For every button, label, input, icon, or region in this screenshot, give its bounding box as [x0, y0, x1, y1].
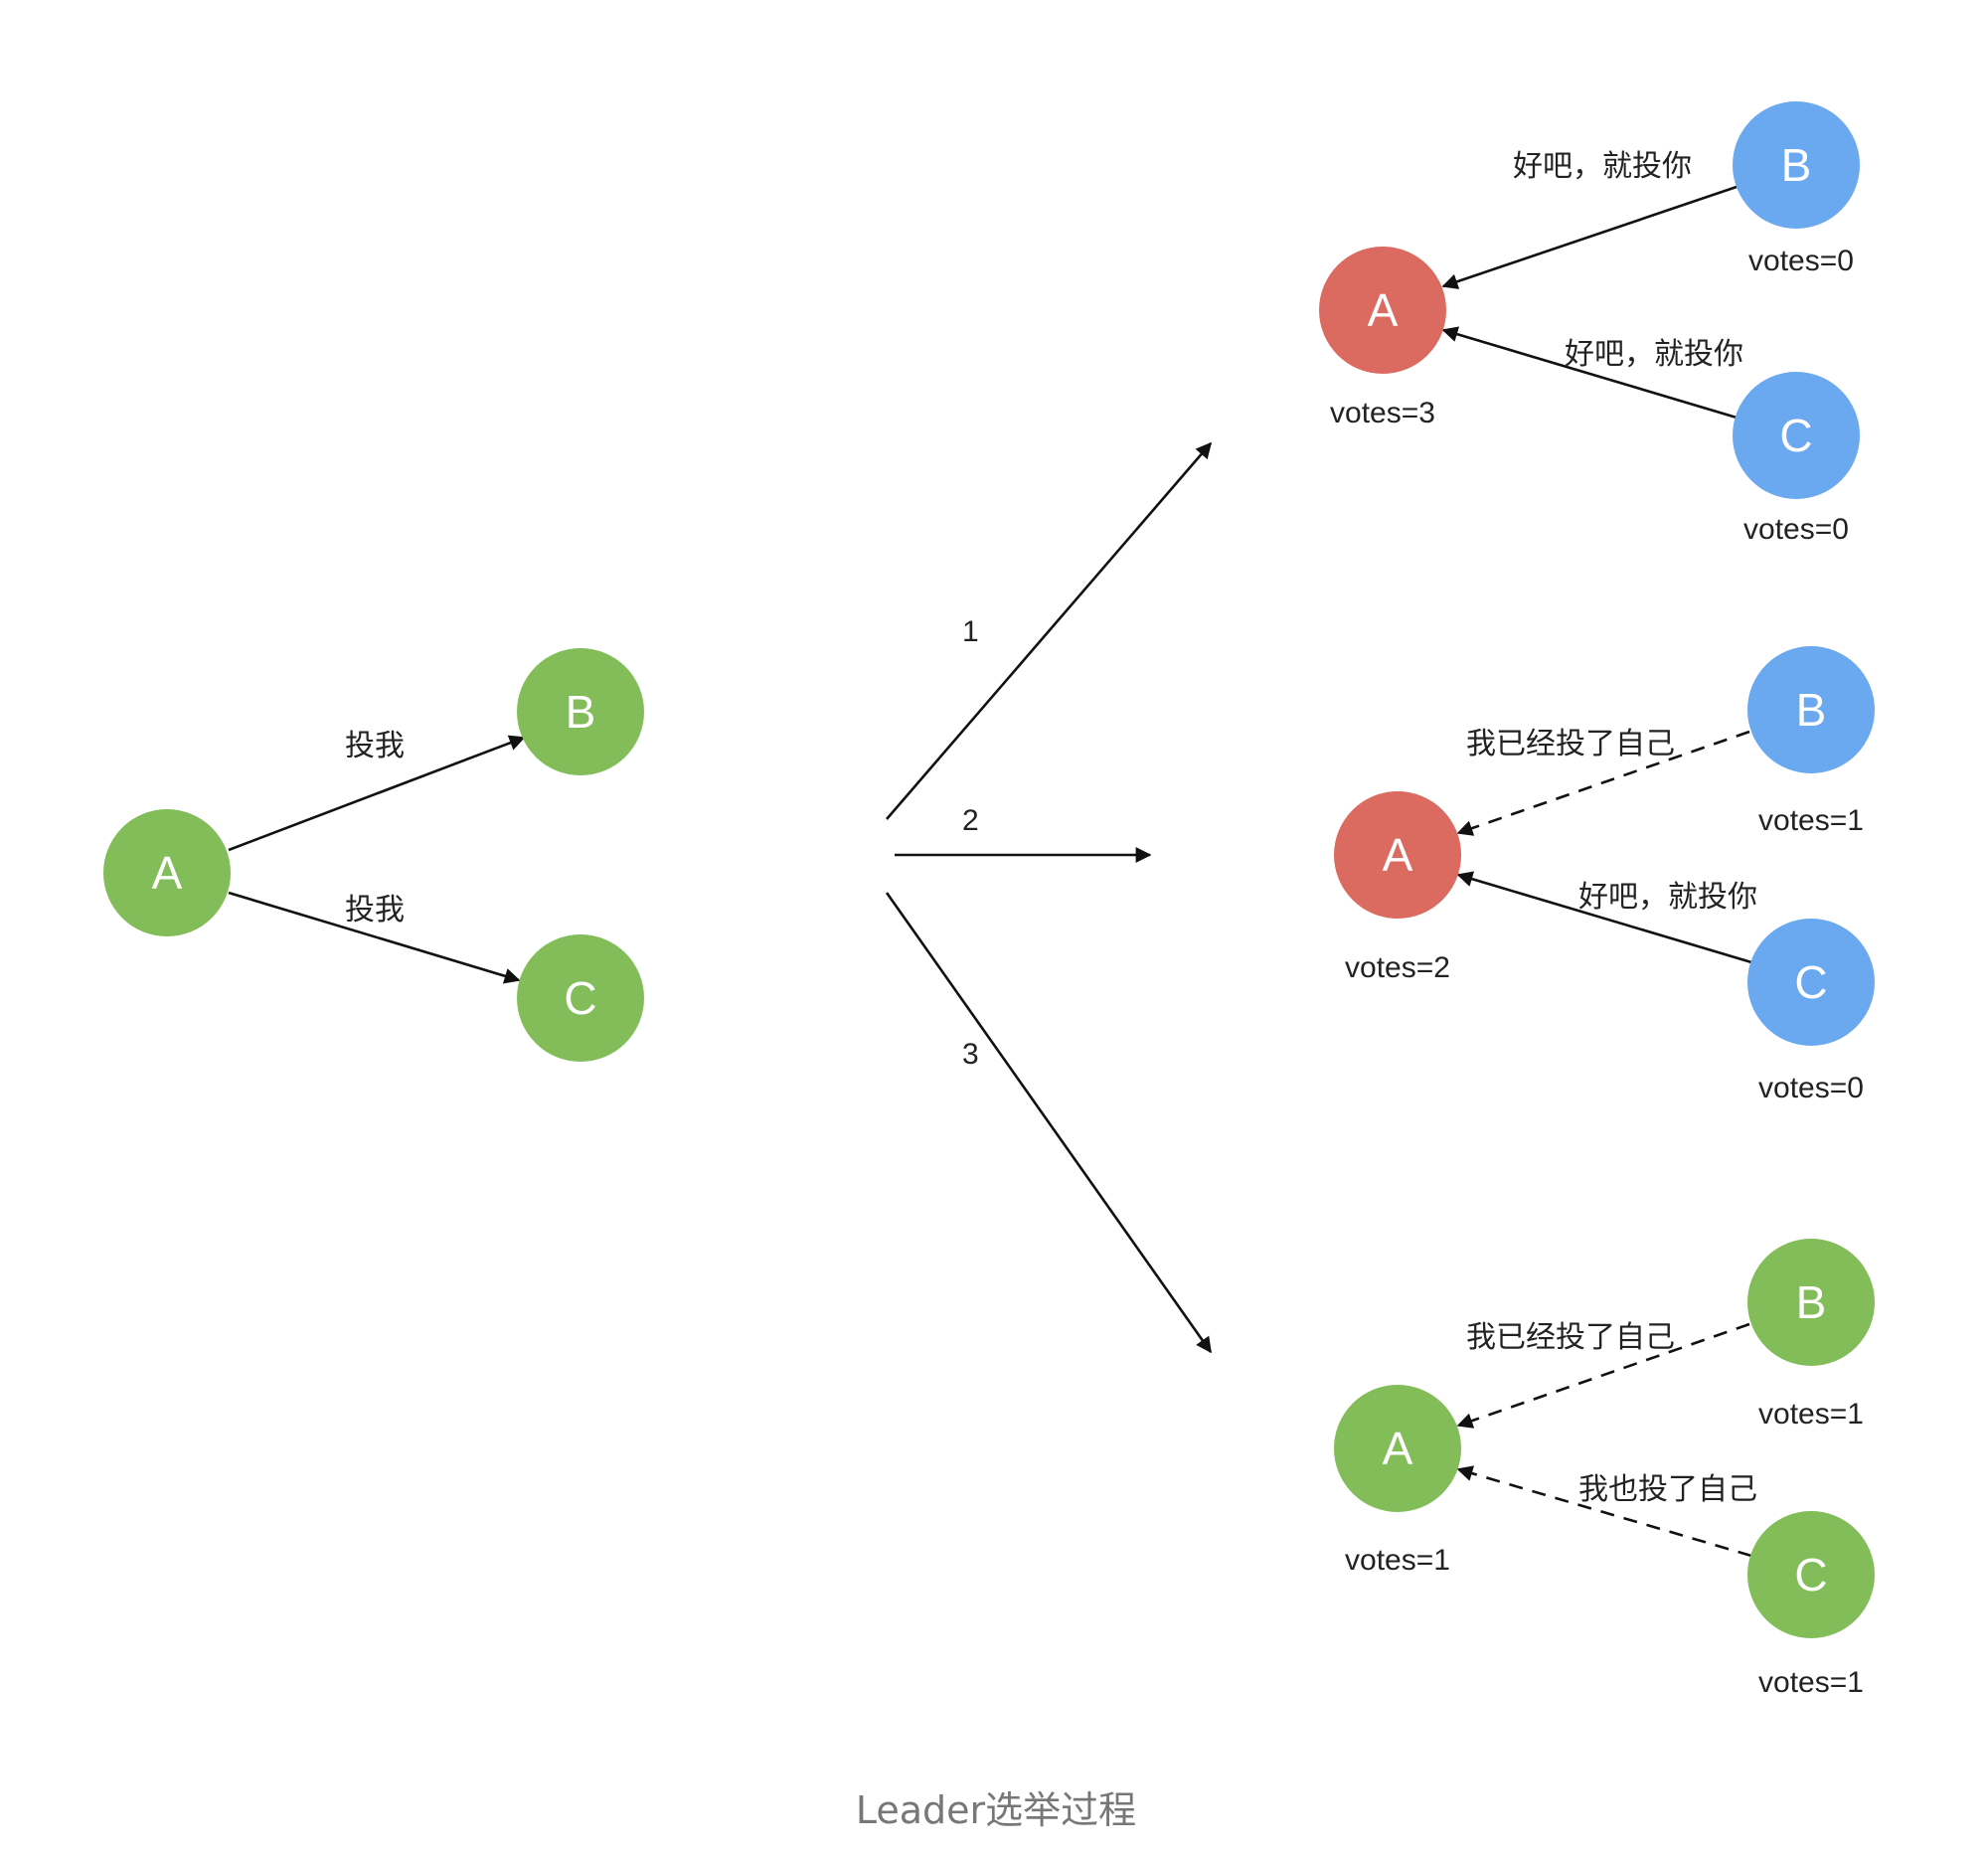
node-c-label: C — [1779, 410, 1812, 461]
node-c-votes: votes=0 — [1743, 513, 1849, 546]
node-c-votes: votes=0 — [1758, 1072, 1864, 1104]
edge-label-initial-ab: 投我 — [345, 729, 405, 763]
s3-node-a: A votes=1 — [1334, 1385, 1461, 1577]
initial-node-c: C — [517, 934, 644, 1062]
node-b-votes: votes=1 — [1758, 804, 1864, 837]
node-a-votes: votes=2 — [1345, 951, 1450, 984]
initial-node-b: B — [517, 648, 644, 775]
edge-initial-a-to-c — [228, 891, 521, 984]
s2-node-b: B votes=1 — [1747, 646, 1875, 837]
node-c-circle — [517, 934, 644, 1062]
node-b-label: B — [1796, 1276, 1827, 1328]
node-b-label: B — [1781, 139, 1812, 191]
node-a-circle — [103, 809, 231, 936]
edge-s1-c-to-a — [1441, 326, 1738, 420]
edge-label-s2-ca: 好吧，就投你 — [1578, 880, 1757, 915]
branch-arrow-3 — [885, 892, 1213, 1354]
branch-label-2: 2 — [962, 804, 979, 837]
s1-node-a: A votes=3 — [1319, 247, 1446, 429]
node-a-label: A — [1383, 829, 1413, 881]
edge-label-s1-ca: 好吧，就投你 — [1565, 337, 1743, 372]
node-c-label: C — [564, 972, 596, 1024]
branch-arrow-1 — [886, 441, 1213, 820]
scenario-3: 我已经投了自己 我也投了自己 A votes=1 B votes=1 C vot… — [1334, 1239, 1875, 1699]
node-a-votes: votes=3 — [1330, 397, 1435, 429]
scenario-1: 好吧，就投你 好吧，就投你 A votes=3 B votes=0 C vote… — [1319, 101, 1860, 546]
node-a-label: A — [152, 847, 183, 899]
s1-node-b: B votes=0 — [1733, 101, 1860, 277]
edge-s1-b-to-a — [1441, 185, 1738, 289]
edge-label-s2-ba: 我已经投了自己 — [1466, 727, 1675, 761]
edge-label-s3-ba: 我已经投了自己 — [1466, 1320, 1675, 1355]
initial-node-a: A — [103, 809, 231, 936]
node-c-votes: votes=1 — [1758, 1666, 1864, 1699]
node-b-circle — [517, 648, 644, 775]
scenario-2: 我已经投了自己 好吧，就投你 A votes=2 B votes=1 C vot… — [1334, 646, 1875, 1104]
node-a-circle — [1334, 791, 1461, 919]
branch-arrows: 1 2 3 — [885, 441, 1213, 1354]
node-c-label: C — [1794, 956, 1827, 1008]
node-b-votes: votes=1 — [1758, 1398, 1864, 1431]
node-c-circle — [1747, 1511, 1875, 1638]
edge-s2-b-to-a — [1456, 730, 1750, 836]
branch-label-1: 1 — [962, 615, 979, 648]
edge-initial-a-to-b — [228, 735, 526, 852]
edge-label-s1-ba: 好吧，就投你 — [1513, 149, 1692, 184]
node-b-circle — [1747, 1239, 1875, 1366]
edge-label-s3-ca: 我也投了自己 — [1578, 1472, 1757, 1507]
node-a-votes: votes=1 — [1345, 1544, 1450, 1577]
node-b-votes: votes=0 — [1748, 245, 1854, 277]
node-b-label: B — [1796, 684, 1827, 736]
node-b-circle — [1733, 101, 1860, 229]
edge-s2-c-to-a — [1456, 871, 1752, 964]
node-c-circle — [1747, 919, 1875, 1046]
node-a-circle — [1334, 1385, 1461, 1512]
branch-label-3: 3 — [962, 1038, 979, 1071]
node-b-label: B — [566, 686, 596, 738]
edge-label-initial-ac: 投我 — [345, 893, 405, 928]
s3-node-b: B votes=1 — [1747, 1239, 1875, 1431]
node-b-circle — [1747, 646, 1875, 773]
s2-node-c: C votes=0 — [1747, 919, 1875, 1104]
node-a-label: A — [1383, 1423, 1413, 1474]
s3-node-c: C votes=1 — [1747, 1511, 1875, 1699]
node-a-label: A — [1368, 284, 1399, 336]
node-c-label: C — [1794, 1549, 1827, 1601]
diagram-caption: Leader选举过程 — [856, 1788, 1136, 1832]
node-c-circle — [1733, 372, 1860, 499]
node-a-circle — [1319, 247, 1446, 374]
edge-s3-c-to-a — [1456, 1465, 1752, 1558]
s2-node-a: A votes=2 — [1334, 791, 1461, 984]
edge-s3-b-to-a — [1456, 1322, 1750, 1429]
initial-state: 投我 投我 A B C — [103, 648, 644, 1062]
s1-node-c: C votes=0 — [1733, 372, 1860, 546]
